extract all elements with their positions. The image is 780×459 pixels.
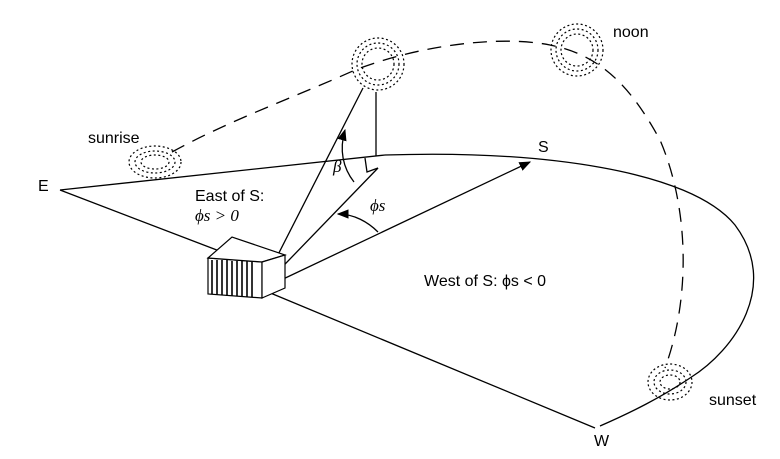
west-ground-line — [267, 291, 596, 429]
south-direction-arrow — [259, 161, 532, 291]
east-horizon-line — [59, 154, 386, 191]
sunset-sun-icon — [647, 363, 693, 401]
south-horizon-curve — [384, 153, 755, 427]
noon-sun-icon — [550, 23, 604, 77]
azimuth-angle-arc — [336, 209, 379, 233]
sun-path-dashed-arc — [171, 40, 684, 369]
building-icon — [206, 236, 287, 299]
west-label: W — [594, 433, 610, 450]
east-label: E — [38, 178, 49, 195]
azimuth-angle-label: ϕs — [370, 196, 386, 215]
sun-icon — [351, 37, 405, 91]
sunrise-label: sunrise — [88, 130, 140, 147]
noon-label: noon — [613, 24, 649, 41]
altitude-angle-label: β — [332, 157, 342, 176]
sunset-label: sunset — [709, 392, 757, 409]
sunrise-sun-icon — [128, 145, 182, 179]
south-label: S — [538, 139, 549, 156]
east-of-s-label: East of S: — [195, 188, 264, 205]
east-ground-line — [59, 189, 223, 253]
altitude-angle-arc — [337, 128, 355, 183]
west-of-s-label: West of S: ϕs < 0 — [424, 273, 546, 290]
right-angle-mark — [364, 157, 379, 173]
east-of-s-condition: ϕs > 0 — [195, 206, 239, 225]
